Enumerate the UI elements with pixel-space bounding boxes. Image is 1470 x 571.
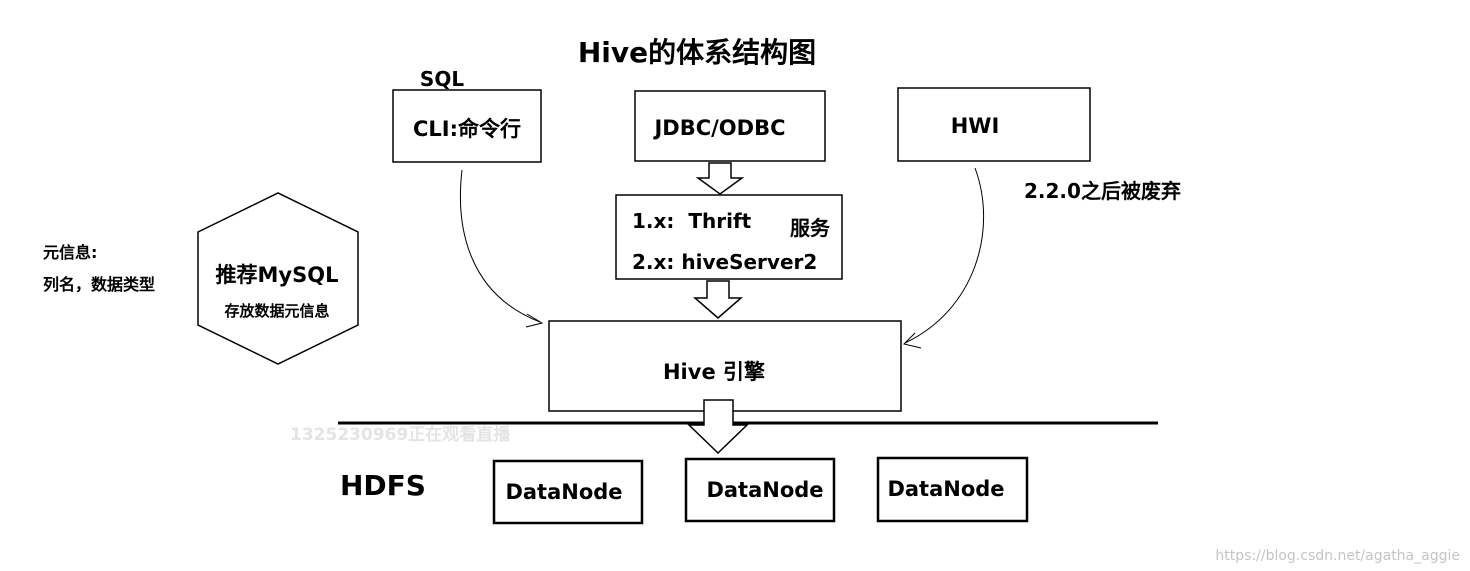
- hwi-box: HWI: [897, 87, 1091, 162]
- mysql-subtitle: 存放数据元信息: [224, 302, 329, 320]
- cli-box: CLI:命令行: [392, 89, 542, 163]
- hive-engine-label: Hive 引擎: [663, 360, 765, 384]
- service-to-engine-arrow: [692, 280, 744, 319]
- sql-label: SQL: [420, 67, 464, 91]
- blog-watermark: https://blog.csdn.net/agatha_aggie: [1215, 548, 1460, 564]
- datanode-label: DataNode: [887, 477, 1004, 501]
- service-line-thrift: 1.x: Thrift: [632, 209, 752, 233]
- cli-to-engine-arrow: [459, 169, 544, 328]
- hdfs-label: HDFS: [340, 469, 426, 502]
- diagram-title: Hive的体系结构图: [578, 36, 816, 69]
- jdbc-to-service-arrow: [695, 162, 745, 195]
- jdbc-odbc-box: JDBC/ODBC: [634, 90, 826, 162]
- hwi-deprecated-note: 2.2.0之后被废弃: [1024, 179, 1181, 203]
- metadata-note-title: 元信息:: [43, 243, 97, 262]
- mysql-title: 推荐MySQL: [216, 263, 339, 287]
- metadata-note-detail: 列名，数据类型: [43, 275, 155, 294]
- service-line-hiveserver2: 2.x: hiveServer2: [632, 250, 817, 274]
- hwi-box-label: HWI: [951, 114, 1000, 138]
- mysql-metastore-hexagon: 推荐MySQL 存放数据元信息: [197, 192, 359, 365]
- datanode-label: DataNode: [706, 478, 823, 502]
- hwi-to-engine-arrow: [903, 167, 985, 349]
- cli-box-label: CLI:命令行: [413, 117, 521, 141]
- live-overlay-text: 1325230969正在观看直播: [290, 424, 511, 445]
- hive-engine-box: Hive 引擎: [548, 320, 902, 412]
- jdbc-odbc-box-label: JDBC/ODBC: [652, 116, 785, 140]
- engine-to-hdfs-arrow: [687, 399, 749, 455]
- datanode-box-2: DataNode: [684, 457, 836, 523]
- datanode-box-3: DataNode: [876, 456, 1029, 523]
- service-label: 服务: [790, 216, 831, 240]
- datanode-box-1: DataNode: [492, 459, 644, 525]
- datanode-label: DataNode: [505, 480, 622, 504]
- service-box: 1.x: Thrift 2.x: hiveServer2 服务: [615, 194, 843, 280]
